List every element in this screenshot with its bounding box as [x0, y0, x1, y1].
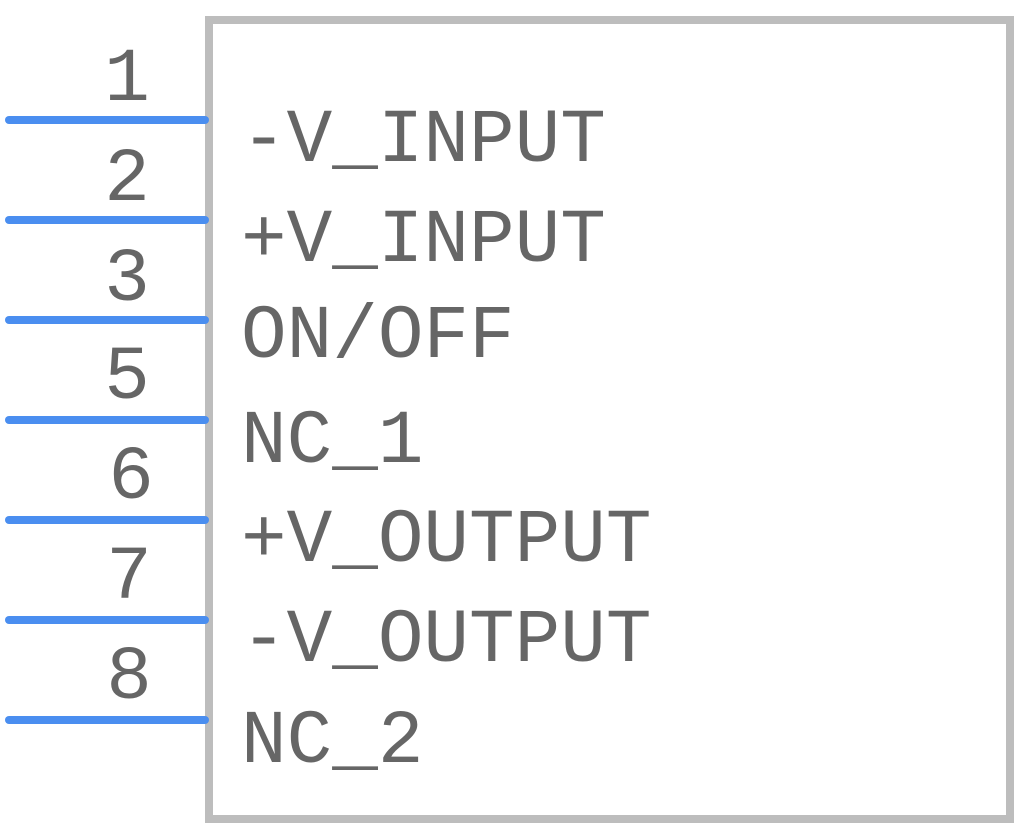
pin-6: 6 +V_OUTPUT [5, 435, 651, 584]
pin-2-number: 2 [104, 137, 150, 223]
pin-7-number: 7 [106, 535, 152, 621]
pin-8-name: NC_2 [241, 699, 423, 785]
pin-1-number: 1 [104, 37, 150, 123]
pin-5-number: 5 [104, 335, 150, 421]
pin-3-name: ON/OFF [241, 294, 515, 380]
pin-7-name: -V_OUTPUT [241, 598, 651, 684]
pin-2-name: +V_INPUT [241, 198, 606, 284]
pin-5-name: NC_1 [241, 399, 423, 485]
pin-1-name: -V_INPUT [241, 98, 606, 184]
component-body [205, 16, 1014, 823]
pin-5: 5 NC_1 [5, 335, 423, 485]
pin-8: 8 NC_2 [5, 635, 423, 785]
pin-8-number: 8 [106, 635, 152, 721]
pin-3: 3 ON/OFF [5, 237, 515, 380]
pin-1: 1 -V_INPUT [5, 37, 606, 184]
pin-7: 7 -V_OUTPUT [5, 535, 651, 684]
pin-6-number: 6 [108, 435, 154, 521]
pin-2: 2 +V_INPUT [5, 137, 606, 284]
pin-6-name: +V_OUTPUT [241, 498, 651, 584]
pin-3-number: 3 [104, 237, 150, 323]
